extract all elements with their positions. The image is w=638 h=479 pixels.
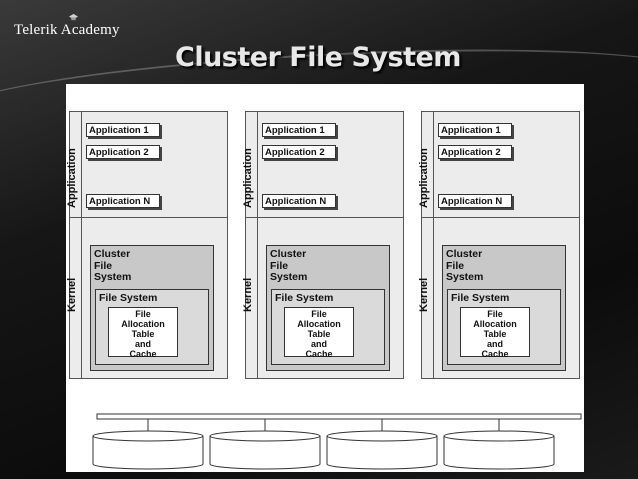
file-system-box: File System File Allocation Table and Ca… [95,289,209,365]
application-n-box: Application N [86,194,160,208]
allocation-table-box: File Allocation Table and Cache [284,307,354,359]
application-2-box: Application 2 [262,145,336,159]
layer-separator [246,217,403,218]
layer-divider [257,112,258,378]
layer-divider [433,112,434,378]
brand-name: Telerik Academy [14,22,120,38]
application-n-box: Application N [262,194,336,208]
cluster-node: Application Kernel Application 1 Applica… [242,111,404,379]
file-system-box: File System File Allocation Table and Ca… [447,289,561,365]
file-system-label: File System [99,292,158,304]
network-bus [96,413,582,420]
application-n-box: Application N [438,194,512,208]
application-1-box: Application 1 [86,123,160,137]
application-1-box: Application 1 [262,123,336,137]
shared-disk [92,419,204,470]
allocation-table-box: File Allocation Table and Cache [108,307,178,359]
application-1-box: Application 1 [438,123,512,137]
cluster-node: Application Kernel Application 1 Applica… [418,111,580,379]
application-2-box: Application 2 [438,145,512,159]
shared-disk [326,419,438,470]
brand-logo: Telerik Academy [14,13,120,39]
cluster-file-system-label: Cluster File System [446,248,484,283]
diagram-panel: Application Kernel Application 1 Applica… [66,84,584,472]
cluster-file-system-label: Cluster File System [94,248,132,283]
layer-separator [70,217,227,218]
shared-storage-network [92,413,582,470]
layer-separator [422,217,579,218]
graduation-cap-icon [69,13,78,21]
slide-title: Cluster File System [175,42,461,73]
cluster-file-system-box: Cluster File System File System File All… [90,245,214,371]
file-system-label: File System [275,292,334,304]
shared-disk [209,419,321,470]
cluster-file-system-box: Cluster File System File System File All… [442,245,566,371]
shared-disk [443,419,555,470]
layer-divider [81,112,82,378]
application-2-box: Application 2 [86,145,160,159]
cluster-node: Application Kernel Application 1 Applica… [66,111,228,379]
allocation-table-box: File Allocation Table and Cache [460,307,530,359]
file-system-label: File System [451,292,510,304]
file-system-box: File System File Allocation Table and Ca… [271,289,385,365]
cluster-file-system-box: Cluster File System File System File All… [266,245,390,371]
cluster-file-system-label: Cluster File System [270,248,308,283]
